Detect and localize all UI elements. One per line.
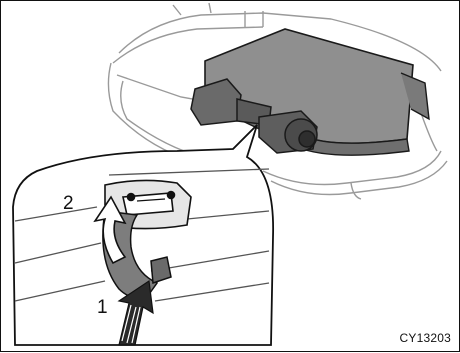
figure-code: CY13203 xyxy=(400,331,451,345)
step-label-2: 2 xyxy=(63,193,74,215)
detail-callout xyxy=(13,125,273,345)
step-label-1: 1 xyxy=(97,297,108,319)
